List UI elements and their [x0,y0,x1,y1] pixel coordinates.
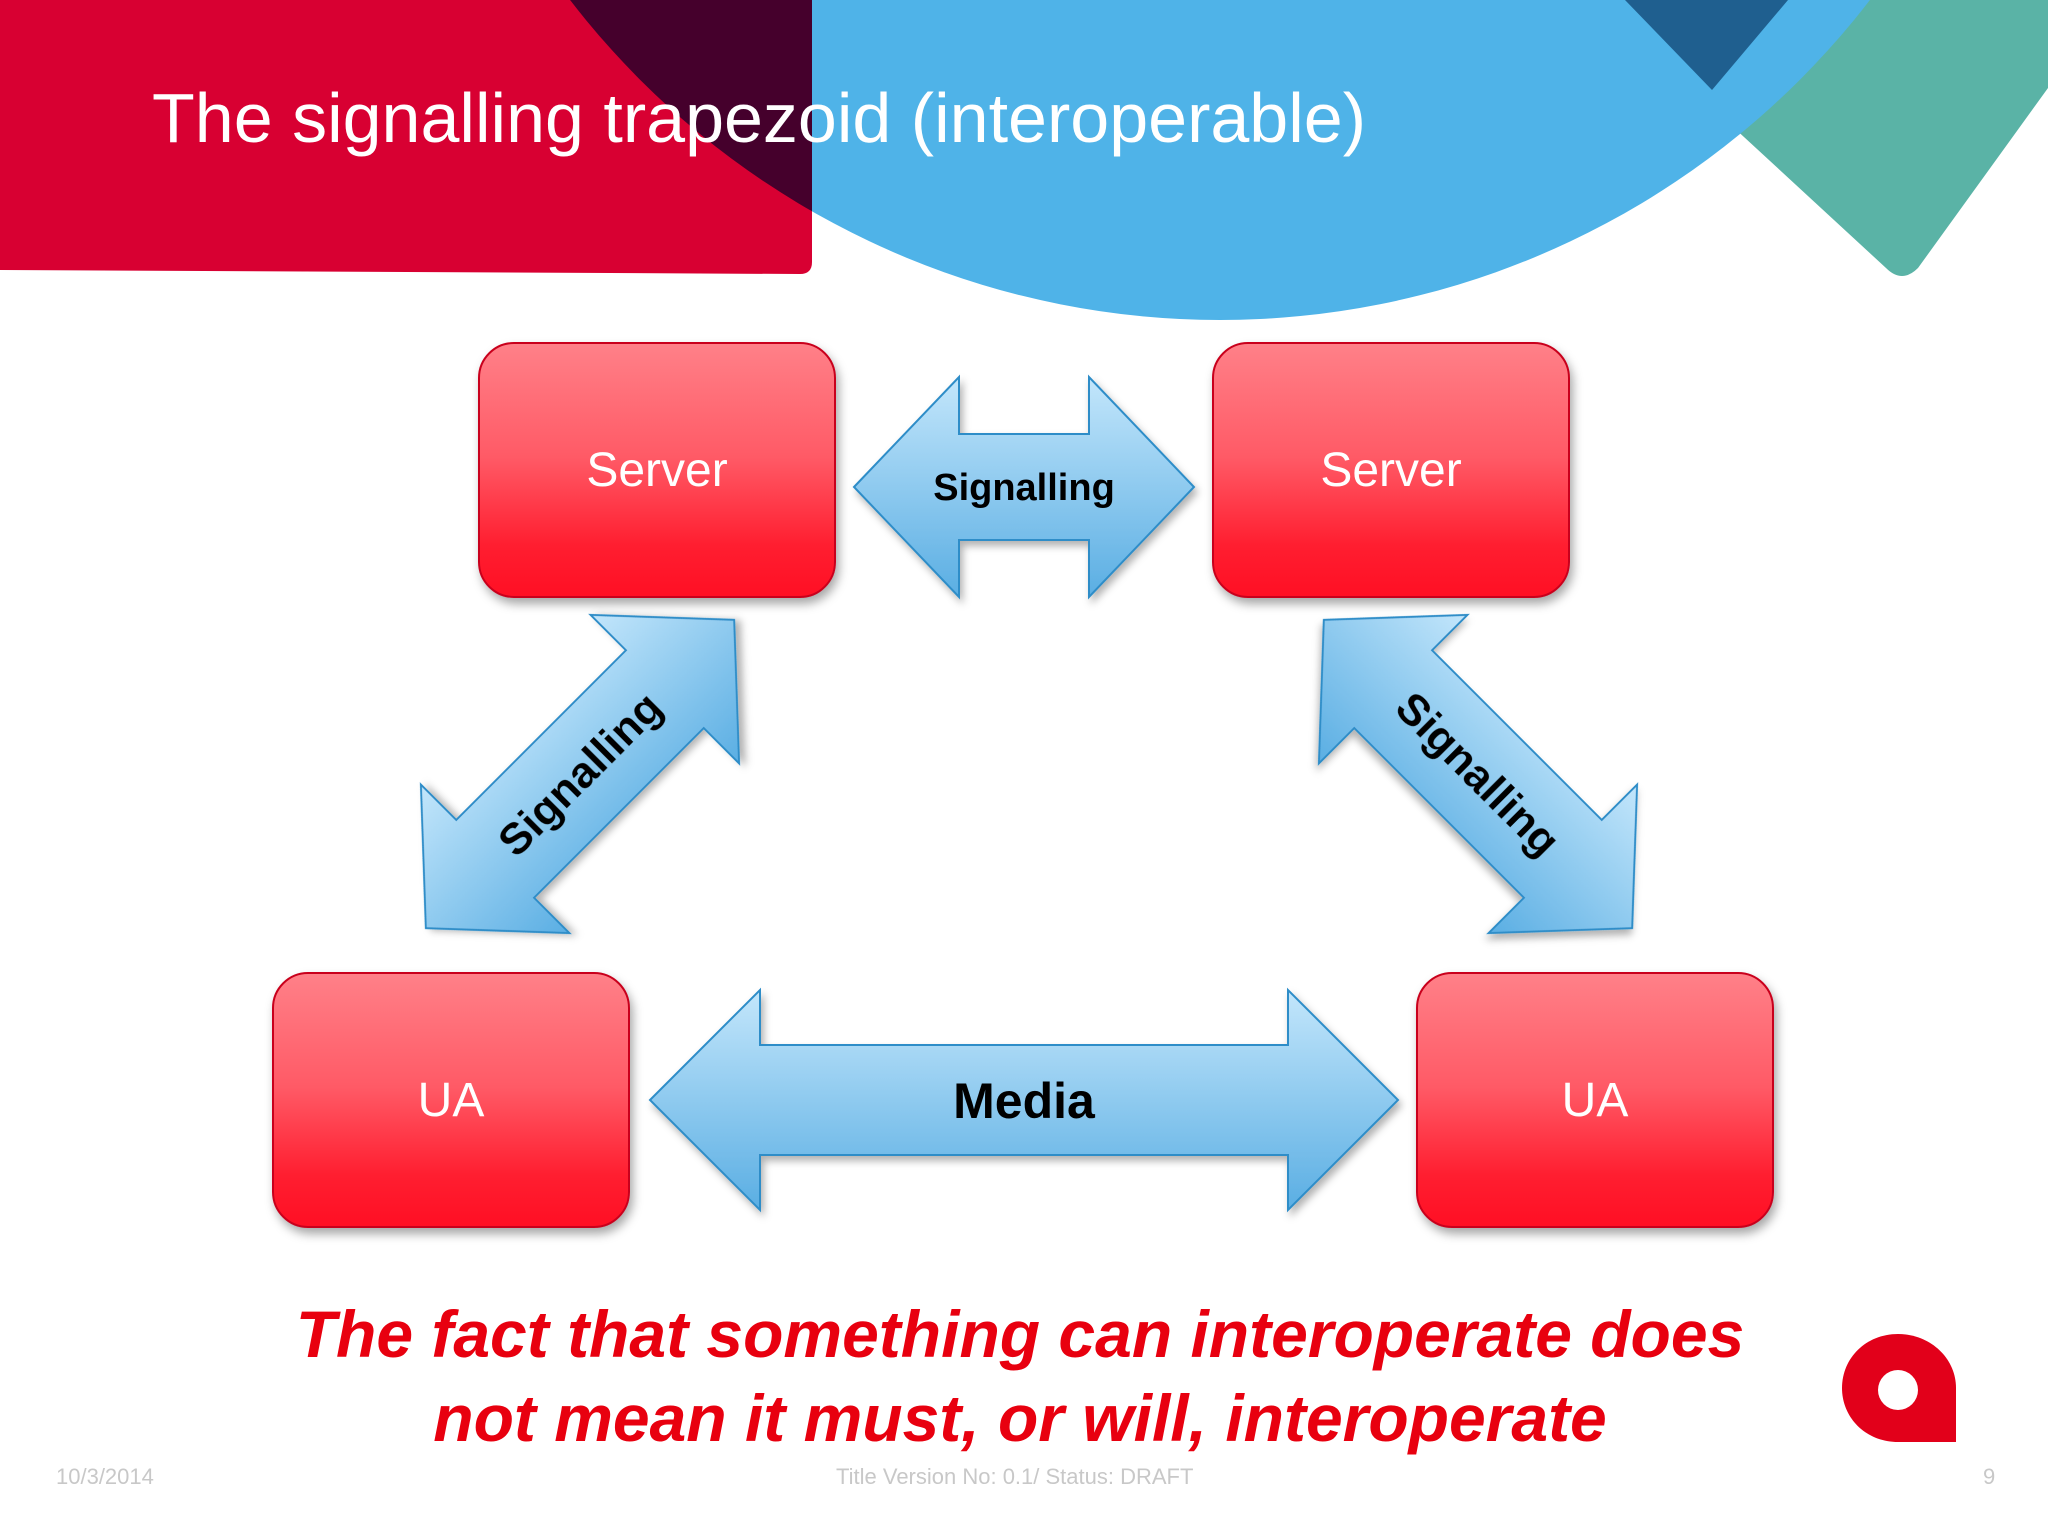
overlap-blue-shape [1625,0,1788,90]
signalling-arrow-right: Signalling [1317,613,1639,935]
ua-right-label: UA [1561,1073,1629,1127]
footer-date: 10/3/2014 [56,1464,154,1489]
signalling-label-top: Signalling [933,467,1115,509]
footer-page-number: 9 [1983,1464,1996,1489]
server-right-label: Server [1320,443,1462,497]
server-left-label: Server [586,443,728,497]
ua-left-label: UA [417,1073,485,1127]
ua-node-left: UA [272,972,630,1228]
statement-line-1: The fact that something can interoperate… [295,1297,1745,1371]
statement-line-2: not mean it must, or will, interoperate [433,1381,1607,1455]
server-node-right: Server [1212,342,1570,598]
media-label: Media [953,1073,1096,1129]
signalling-arrow-top [852,374,1196,600]
brand-logo-icon [1842,1334,1956,1442]
key-statement: The fact that something can interoperate… [200,1292,1840,1460]
media-arrow-bottom [648,987,1400,1213]
slide-title: The signalling trapezoid (interoperable) [152,79,1367,157]
red-block-shape [0,0,812,274]
signalling-arrow-left: Signalling [419,613,741,935]
footer-version: Title Version No: 0.1/ Status: DRAFT [836,1464,1194,1489]
server-node-left: Server [478,342,836,598]
blue-circle-shape [570,0,1870,320]
ua-node-right: UA [1416,972,1774,1228]
